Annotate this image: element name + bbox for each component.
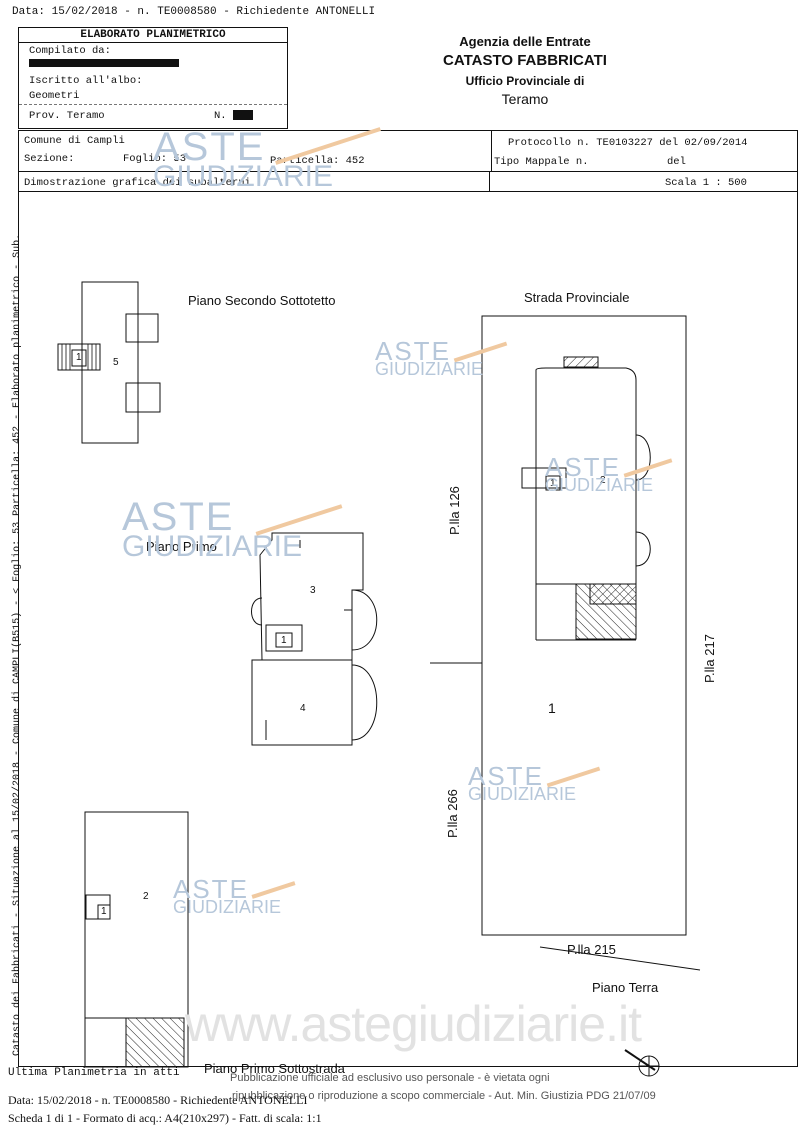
protocollo-label: Protocollo n. TE0103227 del 02/09/2014 (508, 137, 748, 149)
stair-label-2: 1 (281, 635, 287, 646)
plan-piano-sottostrada (84, 811, 189, 1068)
sub-4: 4 (300, 703, 306, 714)
sub-5: 5 (113, 357, 119, 368)
n-label: N. (214, 110, 227, 122)
label-pla-215: P.lla 215 (567, 942, 616, 957)
dimostrazione-label: Dimostrazione grafica dei subalterni (24, 177, 251, 189)
elaborato-box: ELABORATO PLANIMETRICO Compilato da: Isc… (18, 27, 288, 129)
ufficio-city: Teramo (501, 91, 549, 107)
label-piano-secondo: Piano Secondo Sottotetto (188, 293, 336, 308)
comune-label: Comune di Campli (24, 135, 125, 147)
elaborato-title: ELABORATO PLANIMETRICO (19, 28, 287, 43)
plan-piano-secondo (57, 281, 161, 444)
pubblicazione-line-2: ripubblicazione o riproduzione a scopo c… (232, 1090, 656, 1102)
stair-label-3: 1 (550, 478, 556, 489)
scala-label: Scala 1 : 500 (665, 177, 747, 189)
ufficio-label: Ufficio Provinciale di (465, 74, 585, 88)
tipo-mappale-label: Tipo Mappale n. (494, 156, 589, 168)
label-pla-126: P.lla 126 (447, 486, 462, 535)
label-piano-terra: Piano Terra (592, 980, 659, 995)
label-pla-217: P.lla 217 (702, 634, 717, 683)
sub-2-terra: 2 (600, 475, 606, 486)
sub-3: 3 (310, 585, 316, 596)
drawing-frame (18, 130, 798, 1067)
compilato-label: Compilato da: (29, 45, 111, 57)
pubblicazione-line-1: Pubblicazione ufficiale ad esclusivo uso… (230, 1072, 550, 1084)
sub-1-lot: 1 (548, 700, 556, 716)
iscritto-label: Iscritto all'albo: (29, 75, 143, 87)
agency-name: Agenzia delle Entrate (459, 34, 591, 49)
albo-value: Geometri (29, 90, 80, 102)
label-strada-provinciale: Strada Provinciale (524, 290, 630, 305)
request-header: Data: 15/02/2018 - n. TE0008580 - Richie… (12, 6, 376, 18)
label-pla-266: P.lla 266 (445, 789, 460, 838)
redacted-name (29, 59, 179, 67)
foglio-label: Foglio: 53 (123, 153, 187, 165)
sezione-label: Sezione: (24, 153, 75, 165)
prov-label: Prov. Teramo (29, 110, 105, 122)
north-arrow (624, 1049, 660, 1077)
website-watermark: www.astegiudiziarie.it (185, 996, 642, 1052)
del-label: del (667, 156, 686, 168)
footer-scheda-line: Scheda 1 di 1 - Formato di acq.: A4(210x… (8, 1111, 322, 1125)
ultima-planimetria: Ultima Planimetria in atti (8, 1067, 180, 1079)
plan-piano-primo (251, 532, 378, 746)
redacted-number (233, 110, 253, 120)
plan-piano-terra (430, 315, 701, 971)
label-piano-primo: Piano Primo (146, 539, 217, 554)
footer-data-line: Data: 15/02/2018 - n. TE0008580 - Richie… (8, 1093, 308, 1107)
label-piano-sottostrada: Piano Primo Sottostrada (204, 1061, 345, 1076)
catasto-title: CATASTO FABBRICATI (443, 52, 607, 69)
stair-label-1: 1 (76, 352, 82, 363)
sub-2-sottostrada: 2 (143, 891, 149, 902)
stair-label-4: 1 (101, 906, 107, 917)
